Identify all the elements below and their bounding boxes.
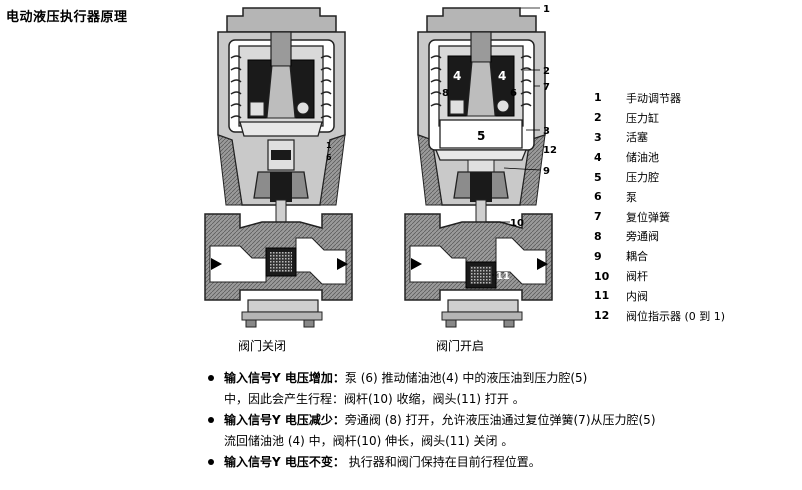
callout-12: 12 — [543, 145, 557, 156]
bullet-icon — [208, 459, 214, 465]
callout-1: 1 — [543, 4, 550, 15]
legend-number: 11 — [594, 289, 610, 303]
note-lead: 输入信号Y 电压减少： — [224, 413, 345, 427]
caption-valve-closed: 阀门关闭 — [238, 339, 287, 353]
legend-label: 阀杆 — [626, 270, 648, 284]
valve-open-drawing — [404, 7, 553, 328]
legend-item: 10 阀杆 — [594, 266, 794, 286]
note-continuation: 中，因此会产生行程：阀杆(10) 收缩，阀头(11) 打开 。 — [224, 392, 525, 406]
note-continuation: 流回储油池 (4) 中，阀杆(10) 伸长，阀头(11) 关闭 。 — [224, 434, 514, 448]
callout-10: 10 — [510, 218, 524, 229]
legend-number: 7 — [594, 210, 602, 224]
legend-item: 8 旁通阀 — [594, 227, 794, 247]
legend-item: 9 耦合 — [594, 246, 794, 266]
note-text: 执行器和阀门保持在目前行程位置。 — [344, 455, 541, 469]
note-voltage-constant: 输入信号Y 电压不变： 执行器和阀门保持在目前行程位置。 — [206, 452, 796, 473]
legend-label: 耦合 — [626, 250, 648, 264]
legend-label: 压力腔 — [626, 171, 659, 185]
legend-number: 12 — [594, 309, 610, 323]
legend-number: 3 — [594, 130, 602, 144]
legend-item: 4 储油池 — [594, 147, 794, 167]
caption-valve-open: 阀门开启 — [436, 339, 485, 353]
legend-number: 5 — [594, 170, 602, 184]
diagram-title: 电动液压执行器原理 — [6, 10, 128, 25]
legend-label: 阀位指示器 (0 到 1) — [626, 309, 726, 323]
bullet-icon — [208, 375, 214, 381]
callout-8: 8 — [442, 88, 449, 99]
operation-notes: 输入信号Y 电压增加：泵 (6) 推动储油池(4) 中的液压油到压力腔(5) 中… — [206, 368, 796, 473]
legend-item: 1 手动调节器 — [594, 88, 794, 108]
callout-4a: 4 — [453, 69, 461, 83]
legend-label: 储油池 — [626, 151, 659, 165]
callout-6: 6 — [510, 88, 517, 99]
callout-left-1: 1 — [326, 141, 332, 150]
note-lead: 输入信号Y 电压不变： — [224, 455, 345, 469]
legend-label: 手动调节器 — [626, 91, 681, 105]
legend-number: 4 — [594, 150, 602, 164]
legend-label: 压力缸 — [626, 111, 659, 125]
callout-9: 9 — [543, 166, 550, 177]
note-text: 旁通阀 (8) 打开，允许液压油通过复位弹簧(7)从压力腔(5) — [344, 413, 656, 427]
note-text: 泵 (6) 推动储油池(4) 中的液压油到压力腔(5) — [344, 371, 588, 385]
manual-adjuster-cap — [226, 7, 337, 33]
legend-number: 10 — [594, 269, 610, 283]
legend-label: 旁通阀 — [626, 230, 659, 244]
legend-number: 2 — [594, 111, 602, 125]
legend-item: 11 内阀 — [594, 286, 794, 306]
legend-number: 1 — [594, 91, 602, 105]
legend-label: 泵 — [626, 190, 637, 204]
legend-label: 复位弹簧 — [626, 210, 670, 224]
legend-item: 5 压力腔 — [594, 167, 794, 187]
callout-2: 2 — [543, 66, 550, 77]
note-voltage-increase: 输入信号Y 电压增加：泵 (6) 推动储油池(4) 中的液压油到压力腔(5) — [206, 368, 796, 389]
legend-label: 活塞 — [626, 131, 648, 145]
legend-item: 3 活塞 — [594, 128, 794, 148]
valve-closed-drawing — [204, 7, 353, 328]
note-lead: 输入信号Y 电压增加： — [224, 371, 345, 385]
callout-11: 11 — [496, 271, 510, 282]
legend-number: 9 — [594, 249, 602, 263]
legend-item: 12 阀位指示器 (0 到 1) — [594, 306, 794, 326]
note-voltage-decrease: 输入信号Y 电压减少：旁通阀 (8) 打开，允许液压油通过复位弹簧(7)从压力腔… — [206, 410, 796, 431]
legend-item: 2 压力缸 — [594, 108, 794, 128]
callout-3: 3 — [543, 126, 550, 137]
callout-7: 7 — [543, 82, 550, 93]
callout-left-6: 6 — [326, 153, 332, 162]
legend-number: 6 — [594, 190, 602, 204]
callout-5: 5 — [477, 129, 485, 143]
legend-number: 8 — [594, 229, 602, 243]
legend-label: 内阀 — [626, 289, 648, 303]
legend-item: 7 复位弹簧 — [594, 207, 794, 227]
bullet-icon — [208, 417, 214, 423]
callout-4b: 4 — [498, 69, 506, 83]
